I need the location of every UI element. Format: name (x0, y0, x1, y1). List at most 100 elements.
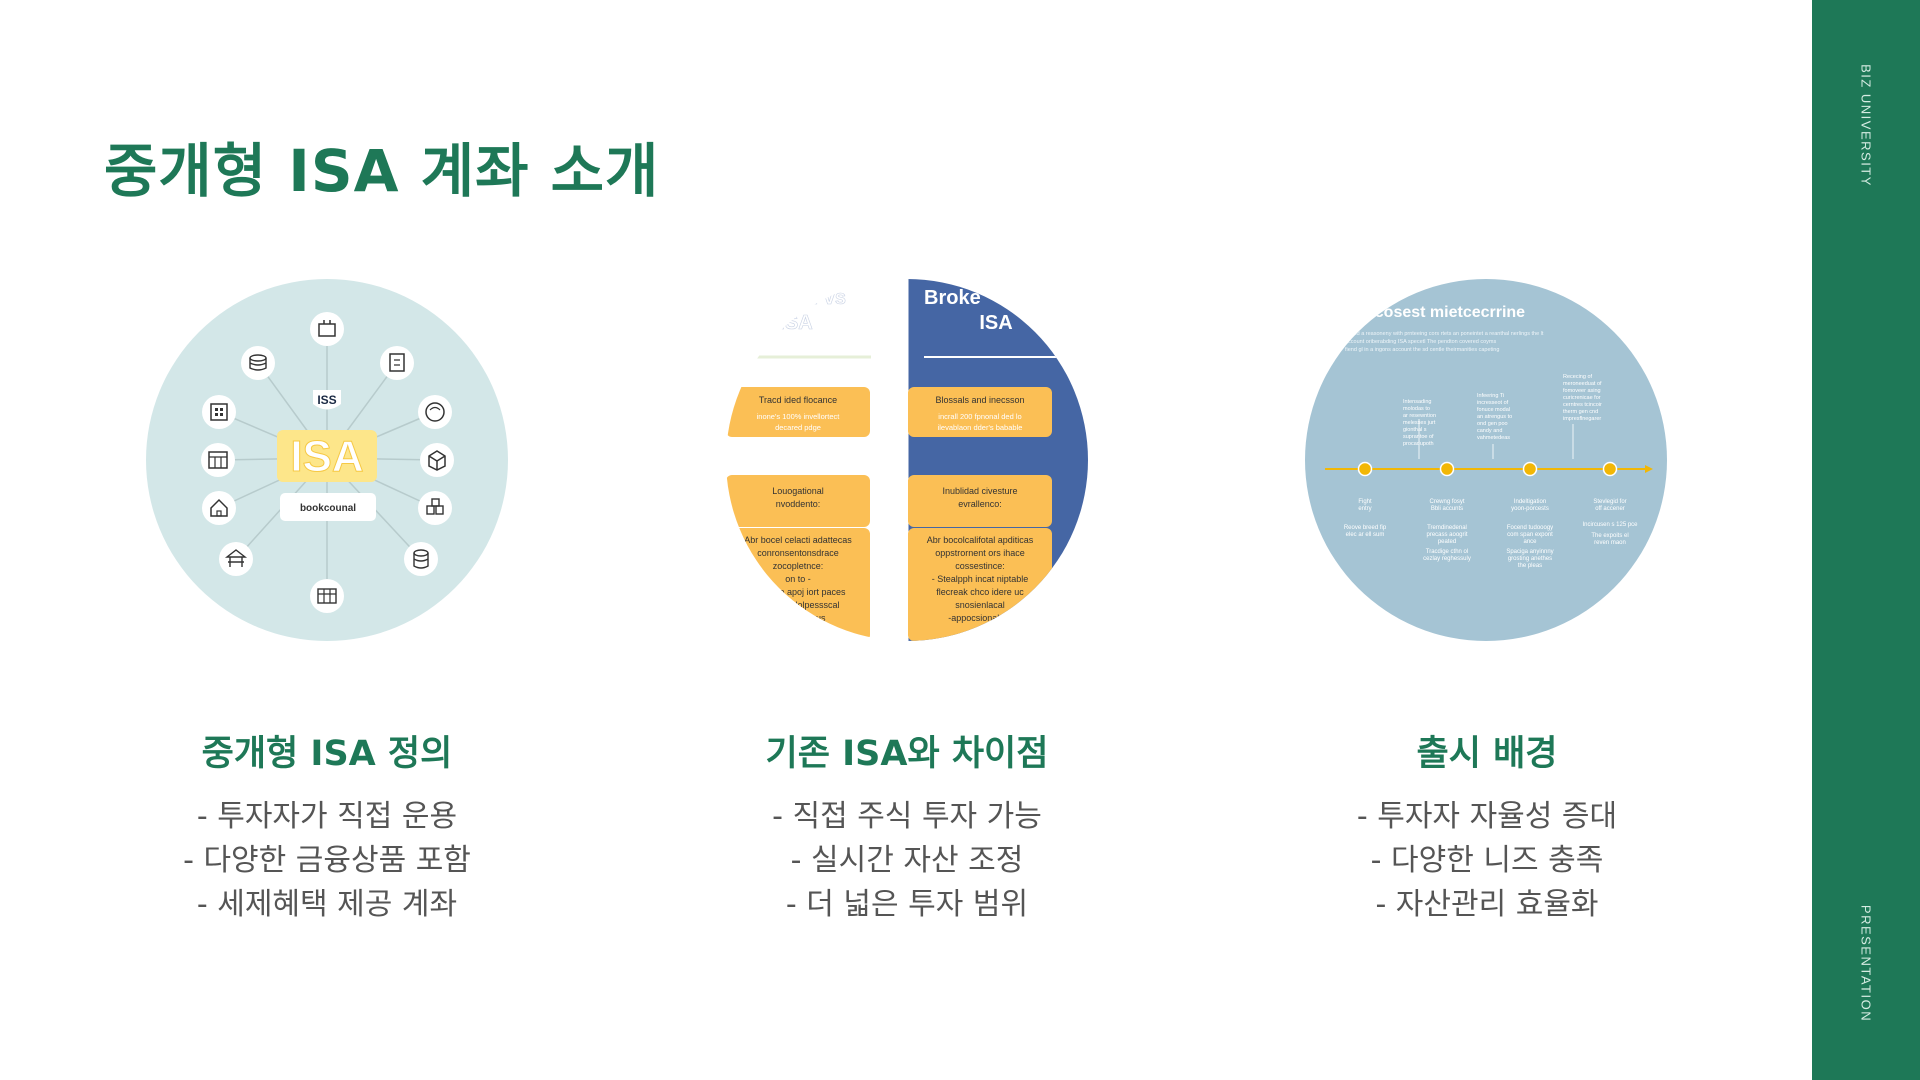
document-icon (380, 346, 414, 380)
upper-note: cerntres tcincoir (1563, 402, 1602, 408)
timeline-upper-notes: Intensading molodas to ar resewntion mel… (1403, 374, 1602, 447)
upper-note: impresflnegarer (1563, 416, 1601, 422)
list-item: - 더 넓은 투자 범위 (785, 887, 1029, 922)
right-box-3-line: snosienlacal (955, 600, 1005, 610)
side-bar (1812, 0, 1920, 1080)
milestone-note: elec ar ell sum (1346, 532, 1385, 538)
right-box-1-title: Blossals and inecsson (935, 395, 1024, 405)
right-box-3-line: cossestince: (955, 561, 1005, 571)
left-box-1-title: Tracd ided flocance (759, 395, 837, 405)
upper-note: Infeering Ti (1477, 393, 1504, 399)
upper-note: suprantoe of (1403, 434, 1434, 440)
left-box-2 (726, 475, 870, 527)
upper-note: fonuce modal (1477, 407, 1510, 413)
timeline-intro-line: account oriberabding ISA specetl The pen… (1345, 339, 1496, 345)
extra-note: Tracdige cthn ol (1426, 549, 1468, 555)
right-box-3-line: flecreak chco idere uc (936, 587, 1024, 597)
milestone-note: Tremdinedenal (1427, 525, 1467, 531)
extra-note: cezlay reghessuly (1423, 556, 1471, 562)
isa-hub-diagram: ISS ISA bookcounal (201, 312, 454, 613)
blocks-icon (418, 491, 452, 525)
extra-note: the pleas (1518, 563, 1542, 569)
milestone-label: off accener (1595, 506, 1625, 512)
box-icon (420, 443, 454, 477)
milestone-note: com span expont (1507, 532, 1553, 538)
right-box-2 (908, 475, 1052, 527)
launch-background-bullets: - 투자자 자율성 증대 - 다양한 니즈 충족 - 자산관리 효율화 (1247, 795, 1727, 927)
list-item: - 자산관리 효율화 (1375, 887, 1599, 922)
milestone-note: The expoits el (1591, 533, 1628, 539)
isa-definition-illustration: ISS ISA bookcounal (146, 279, 508, 641)
sidebar-label-bottom: PRESENTATION (1858, 904, 1874, 1023)
left-box-3-line: conronsentonsdrace (757, 548, 839, 558)
definition-bullets: - 투자자가 직접 운용 - 다양한 금융상품 포함 - 세제혜택 제공 계좌 (87, 795, 567, 927)
upper-note: melesses jurt (1403, 420, 1436, 426)
list-item: - 투자자 자율성 증대 (1356, 799, 1618, 834)
milestone-note: peated (1438, 539, 1456, 545)
definition-heading: 중개형 ISA 정의 (201, 734, 453, 774)
left-box-1 (726, 387, 870, 437)
left-header: ional vs (772, 287, 846, 309)
timeline-arrow-icon (1645, 465, 1653, 473)
timeline-title: ncosest mietcecrrine (1365, 304, 1525, 321)
right-header-sub: ISA (979, 312, 1012, 334)
left-box-3-line: zocopletnce: (773, 561, 824, 571)
launch-background-illustration: ncosest mietcecrrine ly and a reasoneny … (1305, 279, 1667, 641)
left-box-3-line: icaf opcancus (770, 613, 826, 623)
milestone-note: reven maon (1594, 540, 1626, 546)
left-box-3-line: ectidced dolpessscal (756, 600, 839, 610)
timeline-marker (1602, 461, 1618, 477)
right-box-1-text2: ilevablaon dder's babable (938, 423, 1023, 432)
upper-note: vahmetedeas (1477, 435, 1510, 441)
timeline-marker (1357, 461, 1373, 477)
upper-note: curicrenicae for (1563, 395, 1601, 401)
milestone-label: entry (1358, 506, 1371, 512)
left-box-3-line: celonnte apoj iort paces (750, 587, 846, 597)
right-box-2-title: Inublidad civesture (942, 486, 1017, 496)
upper-note: ar resewntion (1403, 413, 1436, 419)
list-item: - 직접 주식 투자 가능 (772, 799, 1042, 834)
milestone-note: ance (1523, 539, 1537, 545)
left-box-2-text: nvoddento: (776, 499, 821, 509)
list-item: - 다양한 니즈 충족 (1370, 843, 1604, 878)
extra-note: Spaciga anyinnny (1506, 549, 1553, 555)
database-icon (404, 542, 438, 576)
isa-center-label: ISA (290, 432, 363, 481)
milestone-note: Incircusen s 125 pce (1582, 522, 1638, 528)
timeline-diagram: ncosest mietcecrrine ly and a reasoneny … (1325, 304, 1653, 569)
milestone-label: Crewng fosyt (1429, 499, 1464, 505)
upper-note: procadupoth (1403, 441, 1434, 447)
right-box-1 (908, 387, 1052, 437)
right-box-3-line: - Stealpph incat niptable (932, 574, 1029, 584)
timeline-markers (1357, 461, 1618, 477)
left-header-sub: ISA (779, 312, 812, 334)
bookcounal-box (280, 493, 376, 521)
list-item: - 세제혜택 제공 계좌 (196, 887, 458, 922)
right-box-1-text: incrall 200 fpnonal ded lo (938, 412, 1021, 421)
shield-icon (313, 390, 341, 410)
right-box-2-text: evrallenco: (958, 499, 1002, 509)
house-icon (202, 491, 236, 525)
left-box-1-text: inone's 100% invellortect (757, 412, 841, 421)
upper-note: gionthal s (1403, 427, 1427, 433)
upper-note: Rececing of (1563, 374, 1593, 380)
left-box-1-text2: decared pdge (775, 423, 821, 432)
difference-bullets: - 직접 주식 투자 가능 - 실시간 자산 조정 - 더 넓은 투자 범위 (667, 795, 1147, 927)
left-box-3-line: on to - (785, 574, 811, 584)
milestone-label: Stevlegid for (1593, 499, 1626, 505)
left-box-3-line: Abr bocel celacti adattecas (744, 535, 852, 545)
milestone-label: Fight (1358, 499, 1372, 505)
store-icon (201, 443, 235, 477)
list-item: - 투자자가 직접 운용 (196, 799, 458, 834)
timeline-milestones: Fight entry Reove breed fip elec ar ell … (1344, 499, 1638, 569)
upper-note: Intensading (1403, 399, 1431, 405)
timeline-intro-line: fiend gl in a ingons account the sd cent… (1345, 347, 1499, 353)
extra-note: grosting anethes (1508, 556, 1552, 562)
difference-heading: 기존 ISA와 차이점 (765, 734, 1049, 774)
hub-icon-nodes (201, 312, 454, 613)
building-icon (310, 312, 344, 346)
timeline-intro-line: ly and a reasoneny with prnteeing cors r… (1345, 331, 1544, 337)
milestone-label: Bbli accunts (1431, 506, 1463, 512)
isa-label-box (277, 430, 377, 482)
upper-note: molodas to (1403, 406, 1430, 412)
